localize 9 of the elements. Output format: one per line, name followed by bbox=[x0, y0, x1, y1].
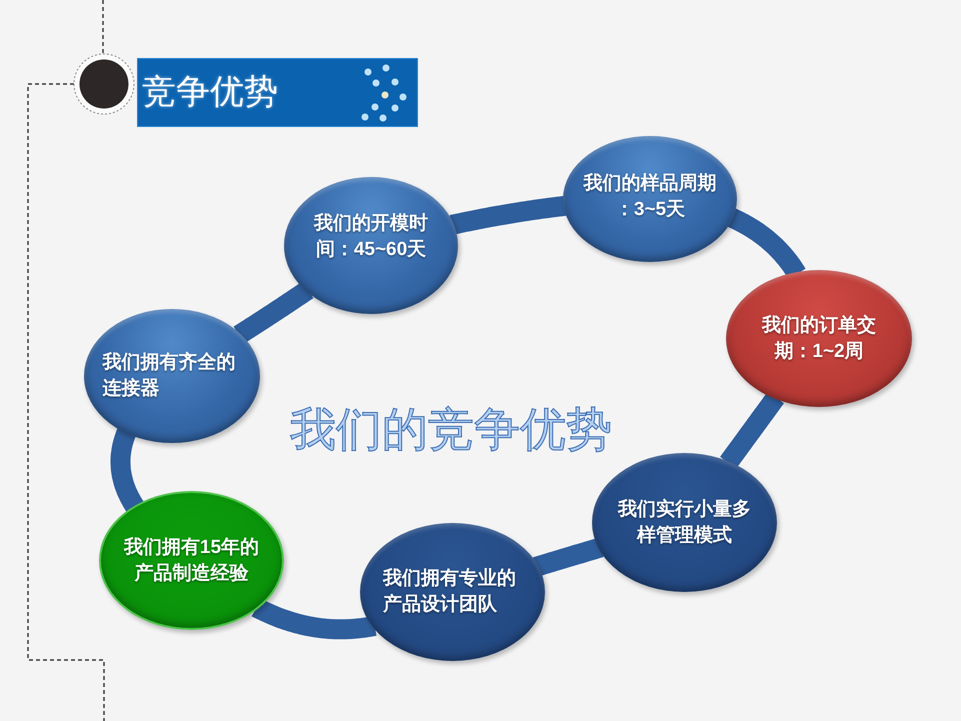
center-heading: 我们的竞争优势 bbox=[290, 403, 612, 455]
node-text: 我们实行小量多样管理模式 bbox=[616, 498, 752, 548]
node-text: 我们拥有15年的产品制造经验 bbox=[122, 536, 260, 586]
node-text: 我们拥有齐全的连接器 bbox=[102, 350, 237, 401]
node-text: 我们的开模时间：45~60天 bbox=[312, 212, 429, 262]
title-text: 竞争优势 bbox=[142, 72, 278, 112]
node-text: 我们的样品周期：3~5天 bbox=[582, 172, 718, 222]
node-text: 我们拥有专业的产品设计团队 bbox=[383, 566, 518, 617]
node-text: 我们的订单交期：1~2周 bbox=[760, 314, 877, 364]
